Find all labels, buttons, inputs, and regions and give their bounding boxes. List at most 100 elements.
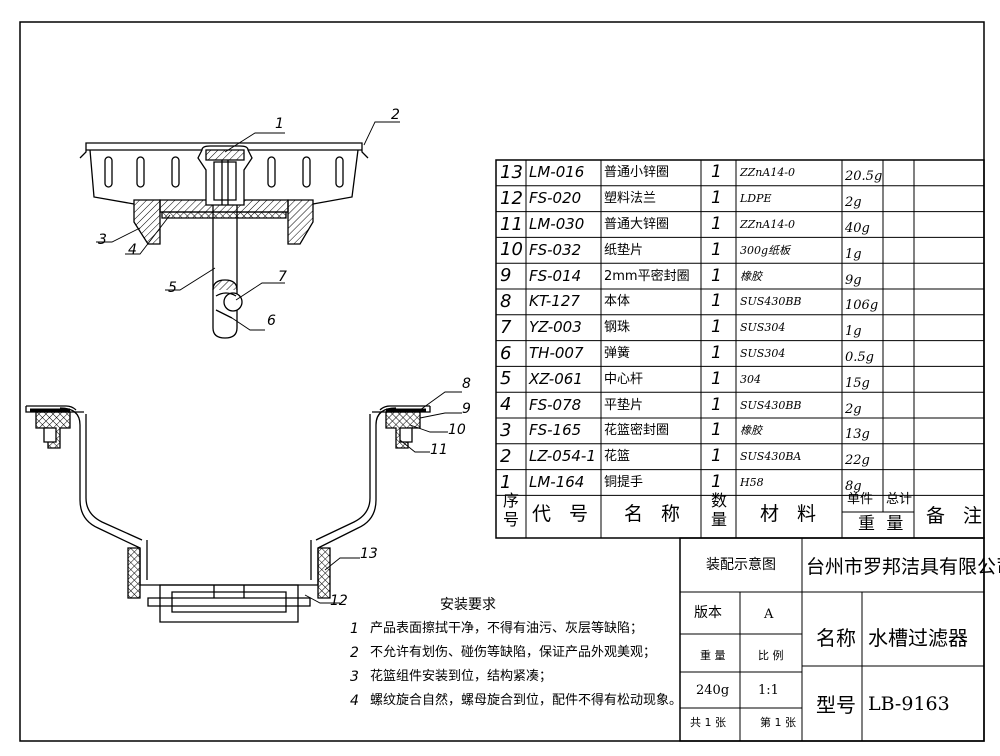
cell-unit-weight: 22g xyxy=(845,453,870,469)
header-unit: 单件 xyxy=(847,492,874,507)
version-value: A xyxy=(764,607,774,622)
weight-value: 240g xyxy=(696,683,730,698)
header-total: 总计 xyxy=(886,492,913,507)
cell-qty: 1 xyxy=(711,446,722,467)
cell-name: 普通大锌圈 xyxy=(604,217,670,232)
cell-name: 普通小锌圈 xyxy=(604,165,670,181)
cell-material: LDPE xyxy=(740,192,772,206)
cell-material: SUS304 xyxy=(740,347,786,360)
name-label: 名称 xyxy=(816,626,856,650)
cell-name: 花篮密封圈 xyxy=(604,423,670,439)
cell-material: SUS430BB xyxy=(740,398,802,412)
cell-code: FS-078 xyxy=(529,395,582,414)
requirement-text: 产品表面擦拭干净，不得有油污、灰层等缺陷； xyxy=(370,621,644,636)
cell-qty: 1 xyxy=(711,265,722,286)
cell-no: 10 xyxy=(500,239,523,261)
cell-material: SUS304 xyxy=(740,321,786,335)
scale-label: 比 例 xyxy=(758,649,784,662)
cell-code: TH-007 xyxy=(529,344,584,362)
cell-qty: 1 xyxy=(711,317,722,338)
cell-material: H58 xyxy=(740,476,764,489)
cell-material: SUS430BA xyxy=(740,450,802,464)
basket-slots xyxy=(104,156,344,188)
cell-qty: 1 xyxy=(711,214,722,234)
callout-7: 7 xyxy=(278,269,287,285)
header-code: 代 号 xyxy=(532,503,595,525)
cell-qty: 1 xyxy=(711,472,722,492)
cell-no: 2 xyxy=(500,445,512,467)
cell-name: 2mm平密封圈 xyxy=(604,268,690,284)
callout-8: 8 xyxy=(462,376,471,392)
callout-10: 10 xyxy=(448,422,466,438)
cell-no: 12 xyxy=(500,187,523,209)
header-qty: 数量 xyxy=(710,491,727,529)
cell-material: ZZnA14-0 xyxy=(740,218,796,231)
version-label: 版本 xyxy=(694,605,722,621)
cell-qty: 1 xyxy=(711,188,722,209)
header-no: 序号 xyxy=(502,491,519,529)
cell-qty: 1 xyxy=(711,394,722,415)
cell-unit-weight: 8g xyxy=(845,479,862,494)
header-name: 名 称 xyxy=(624,503,687,525)
callout-1: 1 xyxy=(275,116,284,132)
cell-name: 平垫片 xyxy=(604,397,644,413)
cell-code: XZ-061 xyxy=(529,369,583,388)
cell-qty: 1 xyxy=(711,368,722,389)
requirement-number: 1 xyxy=(350,621,359,637)
cell-name: 纸垫片 xyxy=(604,242,644,258)
drawing-type: 装配示意图 xyxy=(706,557,776,573)
body-assembly-drawing xyxy=(25,405,431,623)
requirement-number: 4 xyxy=(350,693,359,709)
parts-table-grid xyxy=(495,159,985,539)
callout-5: 5 xyxy=(168,280,177,296)
callout-11: 11 xyxy=(430,442,448,458)
callout-12: 12 xyxy=(330,593,348,609)
cell-name: 铜提手 xyxy=(604,475,644,490)
cell-code: LZ-054-1 xyxy=(529,447,596,466)
cell-unit-weight: 20.5g xyxy=(845,169,883,185)
cell-code: FS-165 xyxy=(529,421,582,440)
cell-material: 300g纸板 xyxy=(740,243,791,257)
product-name: 水槽过滤器 xyxy=(868,626,968,650)
cell-qty: 1 xyxy=(711,343,722,363)
requirement-text: 不允许有划伤、碰伤等缺陷，保证产品外观美观； xyxy=(370,645,657,660)
cell-qty: 1 xyxy=(711,239,722,260)
header-material: 材 料 xyxy=(760,503,823,525)
cell-no: 4 xyxy=(500,394,512,416)
scale-value: 1:1 xyxy=(758,683,779,698)
cell-name: 弹簧 xyxy=(604,346,631,361)
cell-unit-weight: 15g xyxy=(845,375,870,391)
callout-9: 9 xyxy=(462,401,471,417)
cell-unit-weight: 0.5g xyxy=(845,350,874,365)
weight-label: 重 量 xyxy=(700,649,726,662)
cell-material: 橡胶 xyxy=(740,269,762,283)
cell-name: 花篮 xyxy=(604,449,631,465)
cell-no: 3 xyxy=(500,419,512,441)
requirement-text: 螺纹旋合自然，螺母旋合到位，配件不得有松动现象。 xyxy=(370,693,683,708)
cell-code: YZ-003 xyxy=(529,318,582,337)
cell-qty: 1 xyxy=(711,420,722,441)
sheet-number: 第 1 张 xyxy=(760,716,796,729)
cell-unit-weight: 1g xyxy=(845,246,862,262)
requirements-title: 安装要求 xyxy=(440,597,496,613)
callout-13: 13 xyxy=(360,546,378,562)
cell-unit-weight: 2g xyxy=(845,401,862,417)
leader-lines xyxy=(96,121,462,604)
cell-no: 11 xyxy=(500,213,523,235)
cell-no: 13 xyxy=(500,161,523,183)
cell-unit-weight: 40g xyxy=(845,221,870,236)
requirement-number: 2 xyxy=(350,645,359,661)
title-block-grid xyxy=(679,537,985,742)
requirement-text: 花篮组件安装到位，结构紧凑； xyxy=(370,669,553,684)
cell-no: 5 xyxy=(500,368,512,390)
cell-name: 本体 xyxy=(604,294,631,310)
callout-4: 4 xyxy=(128,242,137,258)
cell-no: 9 xyxy=(500,265,512,287)
cell-material: SUS430BB xyxy=(740,295,802,309)
basket-assembly-drawing xyxy=(79,142,369,339)
cell-code: LM-030 xyxy=(529,215,585,233)
cell-code: FS-032 xyxy=(529,240,582,259)
cell-qty: 1 xyxy=(711,162,722,183)
company-name: 台州市罗邦洁具有限公司 xyxy=(806,556,1000,578)
